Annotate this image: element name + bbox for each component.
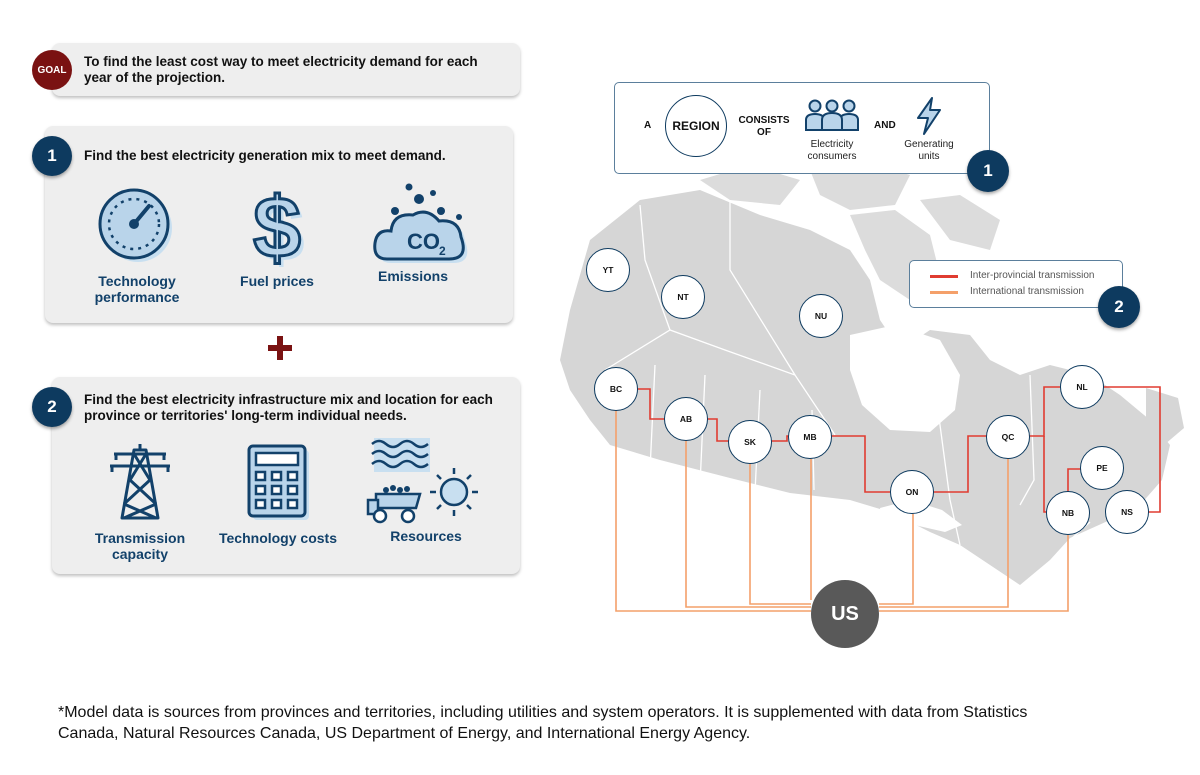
consumers-label: Electricity consumers [807,139,857,162]
item-emissions: CO 2 Emissions [363,183,483,284]
svg-text:$: $ [257,187,305,267]
newfoundland-island [1146,388,1184,445]
fuel-prices-label: Fuel prices [240,273,314,289]
co2-icon-subscript: 2 [439,244,446,258]
region-node-ab[interactable]: AB [664,397,708,441]
region-node-nu[interactable]: NU [799,294,843,338]
step1-badge: 1 [32,136,72,176]
region-badge: 1 [967,150,1009,192]
region-node-qc[interactable]: QC [986,415,1030,459]
inter-provincial-swatch [930,275,958,278]
us-node[interactable]: US [811,580,879,648]
item-resources: Resources [364,434,488,544]
region-node-sk[interactable]: SK [728,420,772,464]
province-borders [604,200,1091,546]
region-node-mb[interactable]: MB [788,415,832,459]
transmission-legend [909,260,1123,308]
international-lines [615,409,1069,612]
plus-icon [268,336,292,360]
hudson-bay [850,325,960,432]
sun-icon [430,468,478,516]
generating-units-label: Generating units [904,139,954,162]
transmission-capacity-label: Transmission capacity [94,530,186,562]
region-node-nb[interactable]: NB [1046,491,1090,535]
region-node-nt[interactable]: NT [661,275,705,319]
inter-provincial-label: Inter-provincial transmission [970,270,1095,281]
item-technology-performance: Technology performance [77,187,197,305]
region-node-nl[interactable]: NL [1060,365,1104,409]
co2-cloud-icon: CO 2 [373,183,468,263]
dollar-sign-icon: $ $ [252,187,305,267]
item-transmission-capacity: Transmission capacity [80,440,200,562]
region-circle: REGION [665,95,727,157]
resources-label: Resources [390,528,462,544]
region-node-yt[interactable]: YT [586,248,630,292]
goal-card [52,43,520,96]
technology-performance-label: Technology performance [94,273,180,305]
region-node-ns[interactable]: NS [1105,490,1149,534]
item-technology-costs: Technology costs [218,444,338,546]
mining-truck-icon [366,485,422,524]
goal-text: To find the least cost way to meet elect… [84,54,478,85]
speedometer-icon [98,188,172,262]
international-label: International transmission [970,286,1084,297]
region-node-bc[interactable]: BC [594,367,638,411]
goal-badge: GOAL [32,50,72,90]
consists-of-text: CONSISTS OF [738,115,790,138]
co2-icon-text: CO [407,229,440,254]
lightning-bolt-icon [917,97,941,135]
water-waves-icon [371,438,430,472]
step2-title: Find the best electricity infrastructure… [84,392,493,423]
region-node-on[interactable]: ON [890,470,934,514]
step1-title: Find the best electricity generation mix… [84,148,446,163]
resources-icon [366,438,478,524]
and-text: AND [874,120,896,131]
region-a-text: A [644,120,652,131]
transmission-tower-icon [110,444,170,520]
step2-badge: 2 [32,387,72,427]
calculator-icon [247,444,309,520]
consumers-icon [805,99,859,131]
emissions-label: Emissions [377,268,449,284]
svg-text:$: $ [253,187,301,267]
international-swatch [930,291,958,294]
footnote: *Model data is sources from provinces an… [58,704,1028,742]
region-node-pe[interactable]: PE [1080,446,1124,490]
item-fuel-prices: $ $ Fuel prices [217,187,337,289]
technology-costs-label: Technology costs [219,530,337,546]
legend-badge: 2 [1098,286,1140,328]
